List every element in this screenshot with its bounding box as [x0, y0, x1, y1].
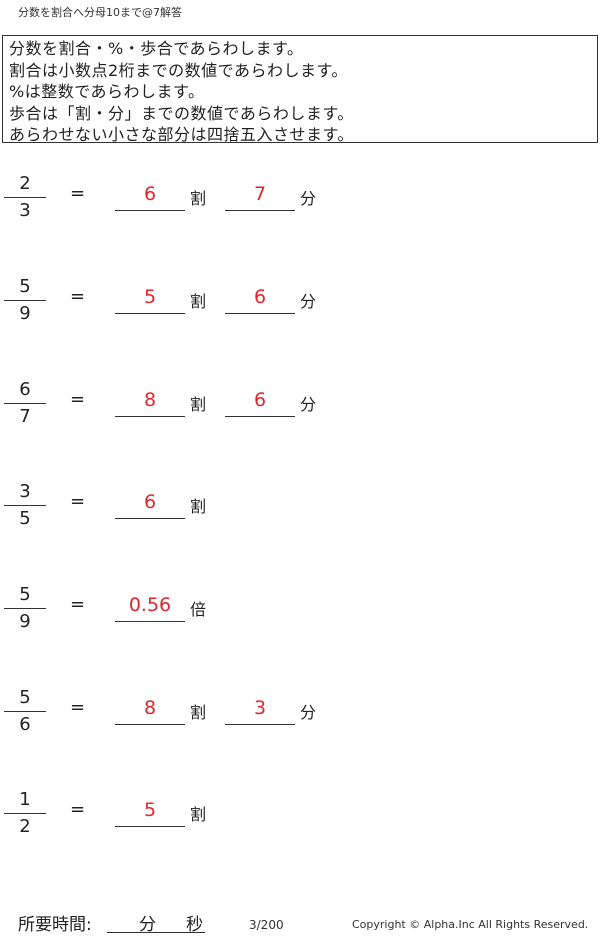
- answer-underline: [225, 724, 295, 725]
- seconds-label: 秒: [186, 915, 203, 935]
- fraction-bar: [4, 711, 46, 712]
- answer-wari: 5: [143, 799, 157, 821]
- answer-underline: [115, 724, 185, 725]
- problem-row: 6 7 = 8 割 6 分: [0, 379, 600, 449]
- answer-wari: 5: [143, 286, 157, 308]
- unit-label: 分: [300, 292, 317, 311]
- fraction-bar: [4, 197, 46, 198]
- answer-underline: [115, 518, 185, 519]
- answer-wari: 6: [143, 491, 157, 513]
- answer-wari: 8: [143, 697, 157, 719]
- answer-wari: 8: [143, 389, 157, 411]
- answer-bu: 6: [253, 286, 267, 308]
- problem-row: 5 9 = 5 割 6 分: [0, 276, 600, 346]
- answer-bu: 6: [253, 389, 267, 411]
- answer-underline: [115, 313, 185, 314]
- answer-underline: [225, 313, 295, 314]
- numerator: 3: [19, 481, 31, 502]
- equals-sign: =: [70, 491, 86, 512]
- numerator: 2: [19, 173, 31, 194]
- instruction-line: 分数を割合・%・歩合であらわします。: [9, 39, 304, 58]
- denominator: 7: [19, 406, 31, 427]
- answer-underline: [115, 416, 185, 417]
- denominator: 3: [19, 200, 31, 221]
- answer-wari: 6: [143, 183, 157, 205]
- unit-label: 分: [300, 189, 317, 208]
- answer-underline: [225, 416, 295, 417]
- problem-row: 2 3 = 6 割 7 分: [0, 173, 600, 243]
- answer-underline: [115, 210, 185, 211]
- fraction-bar: [4, 608, 46, 609]
- unit-label: 割: [190, 805, 207, 824]
- fraction-bar: [4, 403, 46, 404]
- numerator: 5: [19, 276, 31, 297]
- time-blank: [107, 910, 205, 933]
- answer-bu: 7: [253, 183, 267, 205]
- equals-sign: =: [70, 594, 86, 615]
- fraction-bar: [4, 813, 46, 814]
- unit-label: 割: [190, 497, 207, 516]
- unit-label: 倍: [190, 600, 207, 619]
- instruction-line: 割合は小数点2桁までの数値であらわします。: [9, 60, 348, 80]
- copyright: Copyright © Alpha.Inc All Rights Reserve…: [352, 918, 589, 931]
- unit-label: 割: [190, 703, 207, 722]
- answer-bu: 3: [253, 697, 267, 719]
- instruction-line: あらわせない小さな部分は四捨五入させます。: [9, 125, 354, 144]
- equals-sign: =: [70, 183, 86, 204]
- denominator: 9: [19, 303, 31, 324]
- problem-row: 1 2 = 5 割: [0, 789, 600, 859]
- unit-label: 分: [300, 703, 317, 722]
- answer-bai: 0.56: [128, 594, 172, 616]
- unit-label: 割: [190, 292, 207, 311]
- equals-sign: =: [70, 389, 86, 410]
- denominator: 9: [19, 611, 31, 632]
- numerator: 5: [19, 584, 31, 605]
- instructions-box: 分数を割合・%・歩合であらわします。 割合は小数点2桁までの数値であらわします。…: [2, 35, 598, 144]
- equals-sign: =: [70, 286, 86, 307]
- fraction-bar: [4, 505, 46, 506]
- unit-label: 分: [300, 395, 317, 414]
- time-label: 所要時間:: [18, 915, 92, 935]
- fraction-bar: [4, 300, 46, 301]
- answer-underline: [225, 210, 295, 211]
- unit-label: 割: [190, 189, 207, 208]
- denominator: 5: [19, 508, 31, 529]
- denominator: 6: [19, 714, 31, 735]
- instruction-line: 歩合は「割・分」までの数値であらわします。: [9, 103, 354, 123]
- numerator: 5: [19, 687, 31, 708]
- unit-label: 割: [190, 395, 207, 414]
- problem-row: 5 6 = 8 割 3 分: [0, 687, 600, 757]
- instruction-line: %は整数であらわします。: [9, 82, 205, 101]
- problem-row: 3 5 = 6 割: [0, 481, 600, 551]
- worksheet-title: 分数を割合へ分母10まで@7解答: [18, 6, 182, 19]
- equals-sign: =: [70, 799, 86, 820]
- denominator: 2: [19, 816, 31, 837]
- answer-underline: [115, 826, 185, 827]
- page-number: 3/200: [249, 918, 284, 932]
- equals-sign: =: [70, 697, 86, 718]
- problem-row: 5 9 = 0.56 倍: [0, 584, 600, 654]
- minutes-label: 分: [139, 915, 156, 935]
- numerator: 6: [19, 379, 31, 400]
- answer-underline: [115, 621, 185, 622]
- numerator: 1: [19, 789, 31, 810]
